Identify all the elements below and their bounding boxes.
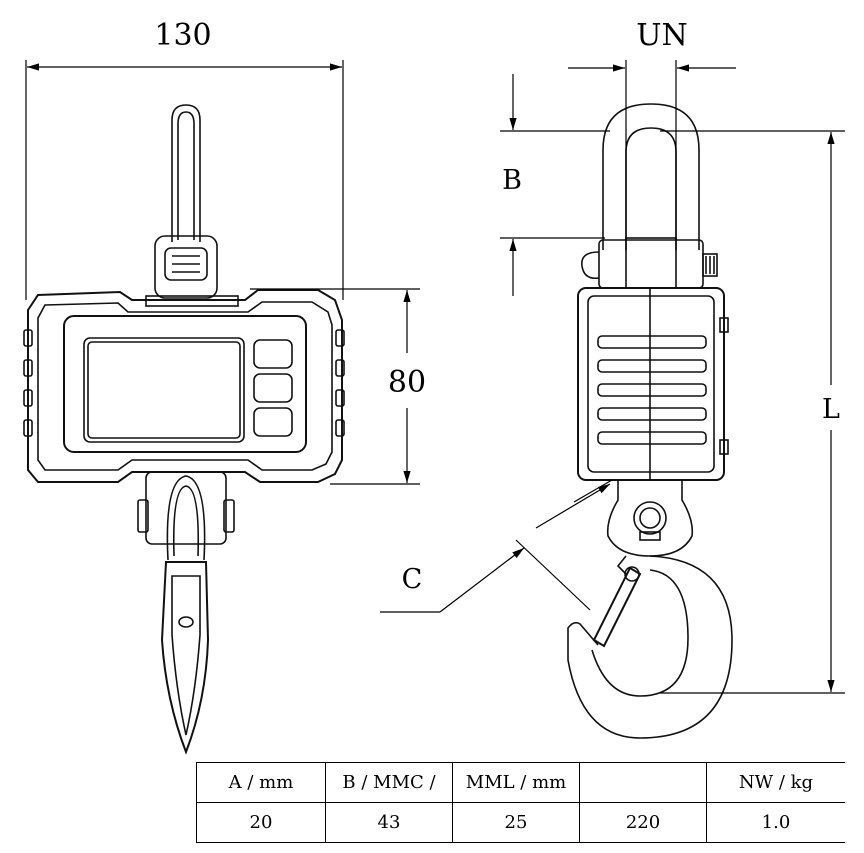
- label-80: 80: [388, 365, 426, 400]
- table-cell: 43: [325, 802, 453, 843]
- table-header-cell: MML / mm: [452, 762, 580, 803]
- label-b: B: [502, 165, 522, 196]
- table-cell: 25: [452, 802, 580, 843]
- label-l: L: [822, 394, 840, 425]
- front-view: [23, 104, 345, 755]
- dimension-80: 80: [250, 288, 426, 485]
- dimension-c: C: [380, 479, 613, 613]
- side-hook: [567, 480, 733, 739]
- front-swivel-block: [145, 235, 239, 307]
- table-cell: 1.0: [706, 802, 845, 843]
- front-buttons: [253, 339, 293, 437]
- table-row: 20 43 25 220 1.0: [196, 802, 845, 843]
- spec-table: A / mm B / MMC / MML / mm NW / kg 20 43 …: [196, 762, 845, 843]
- dimension-un: UN: [568, 18, 736, 240]
- front-bottom-hook: [137, 471, 235, 755]
- table-cell: 220: [579, 802, 707, 843]
- side-view: [567, 103, 733, 739]
- dimension-l: L: [660, 130, 845, 694]
- side-body: [577, 287, 729, 481]
- table-header-cell: [579, 762, 707, 803]
- dimension-130: 130: [25, 18, 344, 300]
- dimension-b: B: [500, 74, 610, 296]
- front-display-panel: [63, 315, 307, 453]
- side-top-shackle: [602, 103, 700, 250]
- side-swivel: [581, 237, 718, 289]
- label-un: UN: [636, 18, 688, 53]
- front-top-shackle: [171, 104, 201, 242]
- front-main-body: [23, 289, 345, 483]
- label-130: 130: [154, 18, 211, 53]
- label-c: C: [402, 564, 423, 595]
- table-header-row: A / mm B / MMC / MML / mm NW / kg: [196, 762, 845, 803]
- table-header-cell: A / mm: [196, 762, 326, 803]
- table-header-cell: NW / kg: [706, 762, 845, 803]
- table-header-cell: B / MMC /: [325, 762, 453, 803]
- table-cell: 20: [196, 802, 326, 843]
